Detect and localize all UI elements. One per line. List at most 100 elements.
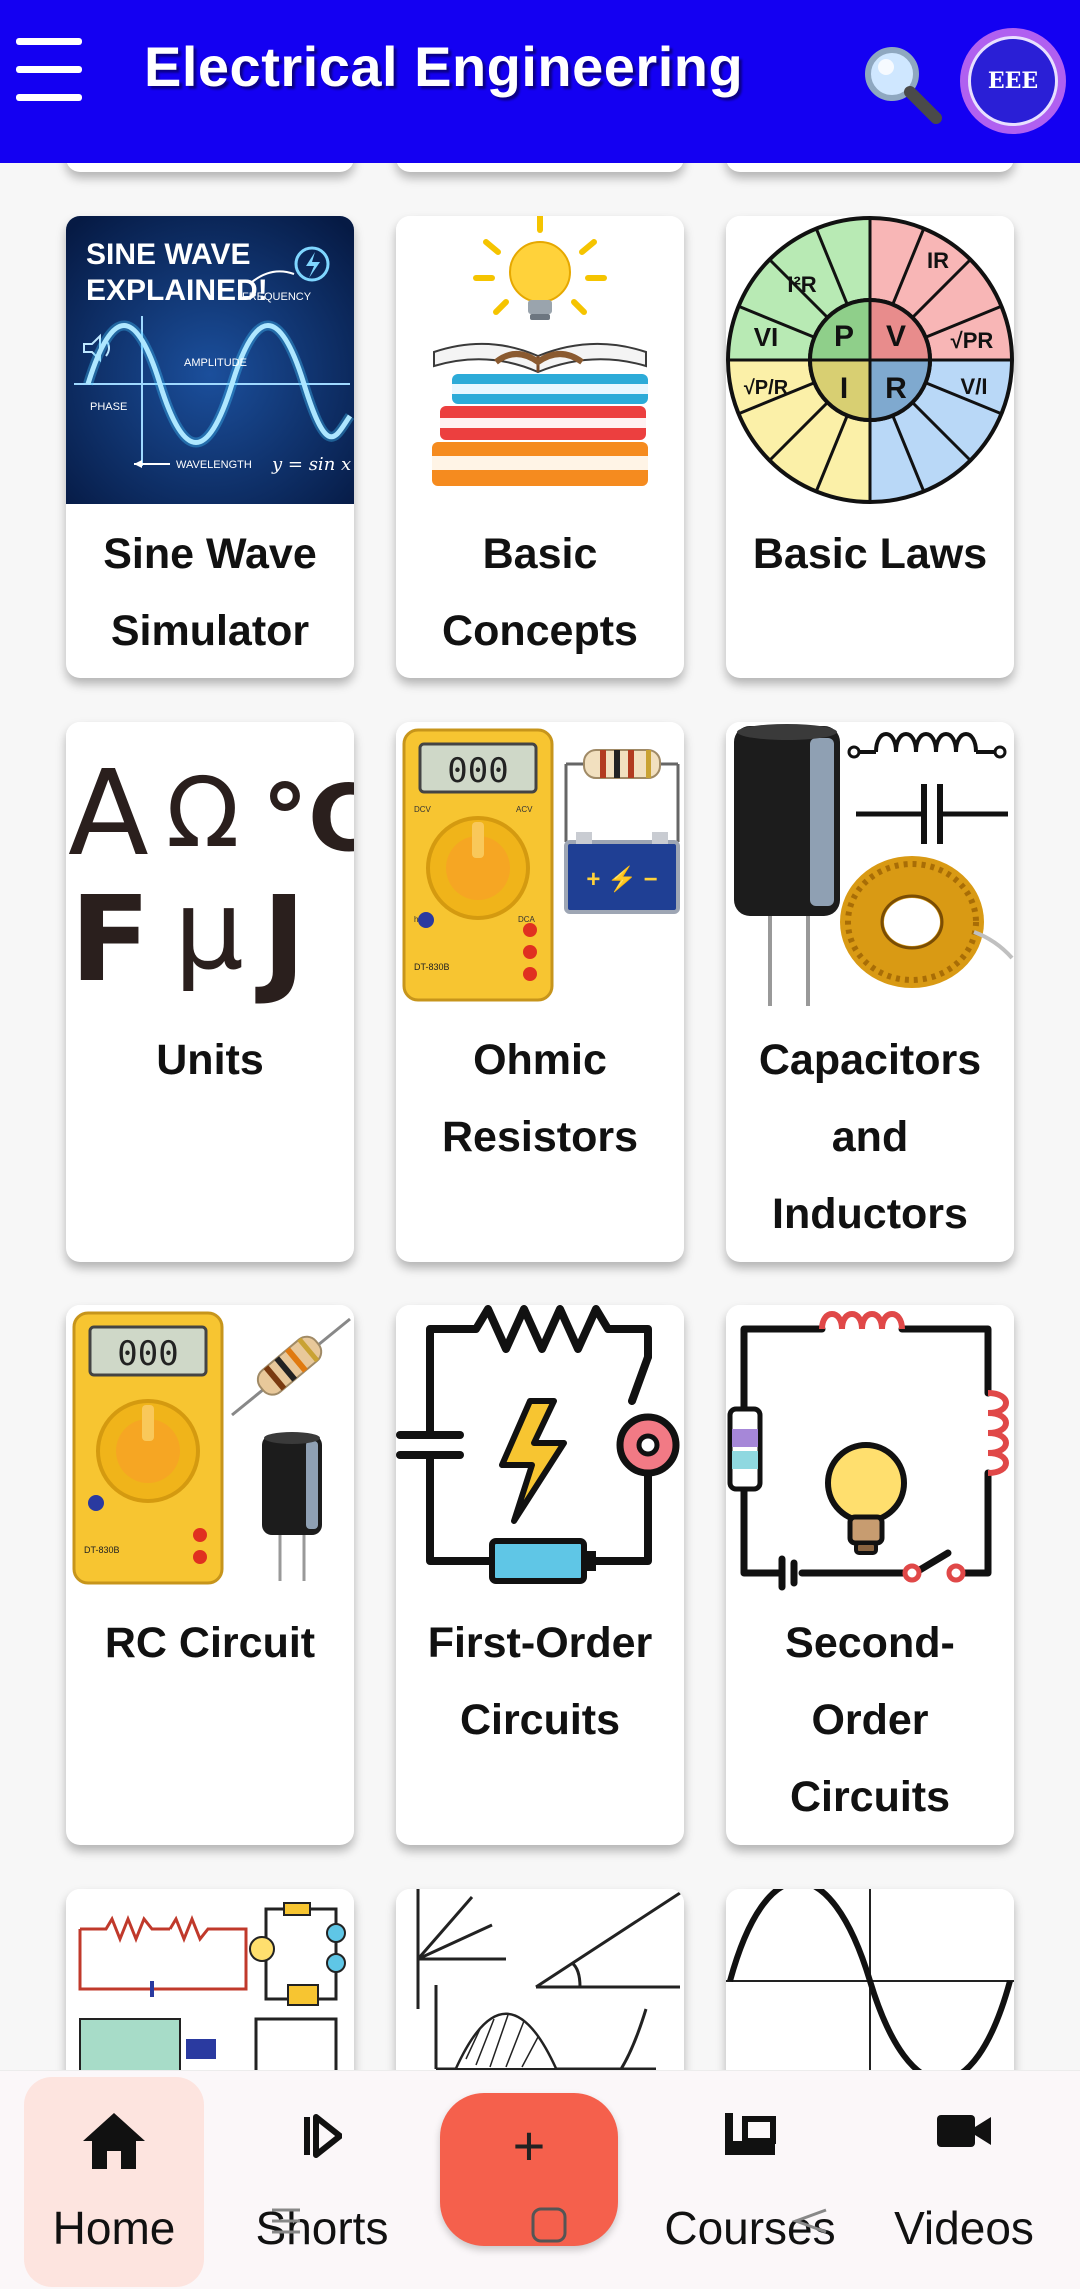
card-title-line: Simulator: [110, 607, 310, 655]
circuit-lightning-thumbnail: [396, 1305, 684, 1593]
top-app-bar: Electrical Engineering EEE: [0, 0, 1080, 163]
nav-label-shorts: Shorts: [255, 2202, 389, 2254]
capacitor-inductor-thumbnail: [726, 722, 1014, 1010]
card-title-line: Circuits: [459, 1696, 621, 1744]
multimeter-resistor-capacitor-thumbnail: 000 DT-830B: [66, 1305, 354, 1593]
card-title: Capacitors and Inductors: [726, 1022, 1014, 1253]
unit-omega: Ω: [166, 757, 239, 869]
avatar-text: EEE: [987, 68, 1039, 94]
shorts-play-icon: [304, 2114, 342, 2158]
multimeter-model: DT-830B: [84, 1545, 120, 1555]
card-title-line: First-Order: [427, 1619, 653, 1667]
thumb-wavelength: WAVELENGTH: [176, 459, 252, 471]
nav-label-courses: Courses: [664, 2202, 836, 2254]
nav-label-home: Home: [52, 2202, 176, 2254]
wheel-ir: IR: [927, 248, 949, 273]
card-title-line: Basic: [482, 530, 598, 578]
power-formula-wheel-thumbnail: P V I R VI I²R IR √PR V/I √P/R: [726, 216, 1014, 504]
card-title-line: Units: [156, 1036, 264, 1084]
system-back-icon[interactable]: [790, 2206, 830, 2236]
thumb-text-line1: SINE WAVE: [86, 238, 250, 271]
card-title-line: Resistors: [442, 1113, 638, 1161]
card-title: RC Circuit: [66, 1605, 354, 1682]
nav-item-videos[interactable]: Videos: [874, 2071, 1054, 2289]
add-fab-button[interactable]: +: [440, 2093, 618, 2246]
card-title-line: Inductors: [772, 1190, 968, 1238]
wheel-sqrt-p-over-r: √P/R: [744, 377, 789, 399]
card-title: Basic Concepts: [396, 516, 684, 670]
svg-text:ACV: ACV: [516, 805, 533, 814]
card-title-line: Ohmic: [473, 1036, 607, 1084]
unit-mu: μ: [174, 866, 244, 994]
card-second-order-circuits[interactable]: Second- Order Circuits: [726, 1305, 1014, 1845]
thumb-formula: y = sin x: [271, 454, 351, 475]
nav-item-courses[interactable]: Courses: [650, 2071, 850, 2289]
card-title: Units: [66, 1022, 354, 1099]
multimeter-display: 000: [447, 751, 508, 791]
battery-symbols: + ⚡ −: [586, 865, 657, 893]
nav-label-videos: Videos: [894, 2202, 1034, 2254]
system-home-icon[interactable]: [530, 2206, 568, 2244]
courses-icon: [725, 2113, 776, 2155]
plus-icon: +: [512, 2114, 546, 2177]
avatar-badge: [968, 36, 1058, 126]
card-title-line: Sine Wave: [103, 530, 317, 578]
sine-wave-explained-thumbnail: SINE WAVE EXPLAINED! FREQUENCY AMPLITUDE…: [66, 216, 354, 504]
unit-j: J: [255, 870, 306, 1008]
wheel-vi: VI: [754, 322, 779, 352]
card-first-order-circuits[interactable]: First-Order Circuits: [396, 1305, 684, 1845]
card-title-line: Capacitors: [758, 1036, 982, 1084]
wheel-sqrt-pr: √PR: [951, 328, 994, 353]
card-rc-circuit[interactable]: 000 DT-830B: [66, 1305, 354, 1845]
profile-avatar[interactable]: EEE: [960, 28, 1066, 134]
svg-text:DCA: DCA: [518, 915, 536, 924]
thumb-text-line2: EXPLAINED!: [86, 274, 268, 307]
multimeter-model: DT-830B: [414, 962, 450, 972]
books-lightbulb-thumbnail: [396, 216, 684, 504]
wheel-r: R: [885, 372, 907, 405]
card-title: Second- Order Circuits: [726, 1605, 1014, 1836]
card-basic-laws[interactable]: P V I R VI I²R IR √PR V/I √P/R Basic Law…: [726, 216, 1014, 678]
circuit-bulb-thumbnail: [726, 1305, 1014, 1593]
home-icon: [83, 2113, 145, 2169]
wheel-p: P: [834, 320, 854, 353]
card-title: First-Order Circuits: [396, 1605, 684, 1759]
thumb-amplitude: AMPLITUDE: [184, 357, 247, 369]
card-title-line: Concepts: [442, 607, 638, 655]
app-title: Electrical Engineering: [144, 35, 744, 98]
card-title-line: Second-: [785, 1619, 955, 1667]
wheel-v: V: [886, 320, 906, 353]
card-title: Sine Wave Simulator: [66, 516, 354, 670]
thumb-frequency: FREQUENCY: [242, 291, 312, 303]
wheel-v-over-i: V/I: [961, 374, 988, 399]
unit-f: F: [70, 870, 151, 1008]
card-units[interactable]: A Ω °C F μ J Units: [66, 722, 354, 1262]
card-title: Ohmic Resistors: [396, 1022, 684, 1176]
card-title-line: Circuits: [789, 1773, 951, 1821]
card-basic-concepts[interactable]: Basic Concepts: [396, 216, 684, 678]
wheel-i2r: I²R: [787, 272, 816, 297]
hamburger-menu-icon[interactable]: [14, 38, 84, 101]
card-title-line: Order: [811, 1696, 929, 1744]
card-title-line: and: [831, 1113, 909, 1161]
unit-symbols-thumbnail: A Ω °C F μ J: [66, 722, 354, 1010]
card-title-line: RC Circuit: [104, 1619, 316, 1667]
card-capacitors-and-inductors[interactable]: Capacitors and Inductors: [726, 722, 1014, 1262]
unit-celsius: °C: [262, 765, 354, 872]
card-title: Basic Laws: [726, 516, 1014, 593]
multimeter-display: 000: [117, 1334, 178, 1374]
unit-a: A: [68, 744, 149, 882]
system-recents-icon[interactable]: [268, 2206, 304, 2236]
home-selected-indicator: [24, 2077, 204, 2287]
svg-text:DCV: DCV: [414, 805, 432, 814]
magnifier-search-icon[interactable]: [858, 40, 944, 126]
card-sine-wave-simulator[interactable]: SINE WAVE EXPLAINED! FREQUENCY AMPLITUDE…: [66, 216, 354, 678]
topics-grid[interactable]: SINE WAVE EXPLAINED! FREQUENCY AMPLITUDE…: [0, 0, 1080, 2209]
nav-item-home[interactable]: Home: [24, 2071, 204, 2289]
video-camera-icon: [937, 2115, 991, 2147]
nav-item-shorts[interactable]: Shorts: [232, 2071, 412, 2289]
card-title-line: Basic Laws: [752, 530, 988, 578]
